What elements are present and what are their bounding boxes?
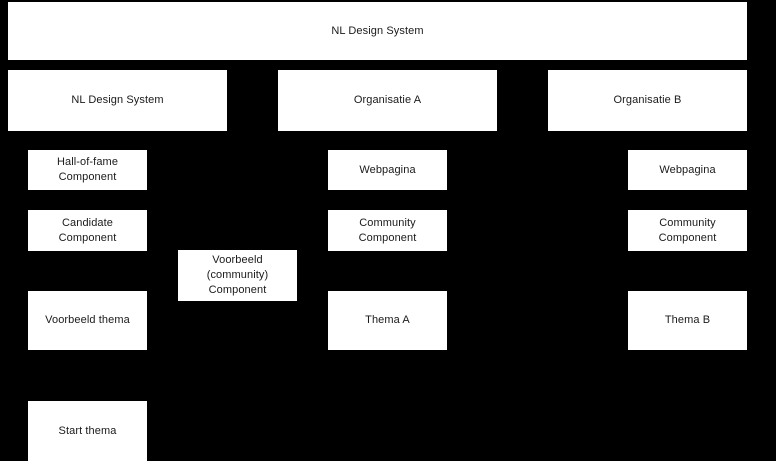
diagram-node-label: Thema B — [664, 314, 711, 326]
diagram-node-community-component-a[interactable]: Community Component — [328, 210, 447, 251]
diagram-node-candidate-component[interactable]: Candidate Component — [28, 210, 147, 251]
diagram-node-voorbeeld-thema[interactable]: Voorbeeld thema — [28, 291, 147, 350]
diagram-node-label: Organisatie A — [353, 94, 422, 106]
diagram-node-label: Organisatie B — [613, 94, 682, 106]
diagram-node-thema-b[interactable]: Thema B — [628, 291, 747, 350]
diagram-node-col-organisatie-a[interactable]: Organisatie A — [278, 70, 497, 131]
diagram-node-root-nl-design-system[interactable]: NL Design System — [8, 2, 747, 60]
diagram-node-label: Community Component — [358, 216, 417, 244]
diagram-node-col-organisatie-b[interactable]: Organisatie B — [548, 70, 747, 131]
diagram-node-label: Start thema — [58, 424, 117, 437]
diagram-node-label: Voorbeeld thema — [45, 314, 130, 326]
diagram-node-hall-of-fame-component[interactable]: Hall-of-fame Component — [28, 150, 147, 190]
diagram-node-col-nl-design-system[interactable]: NL Design System — [8, 70, 227, 131]
diagram-node-webpagina-b[interactable]: Webpagina — [628, 150, 747, 190]
diagram-node-label: Webpagina — [359, 163, 416, 176]
diagram-node-webpagina-a[interactable]: Webpagina — [328, 150, 447, 190]
diagram-node-voorbeeld-community-component[interactable]: Voorbeeld (community) Component — [178, 250, 297, 301]
diagram-node-label: Thema A — [365, 314, 410, 326]
diagram-node-label: Voorbeeld (community) Component — [206, 254, 269, 296]
diagram-node-community-component-b[interactable]: Community Component — [628, 210, 747, 251]
diagram-node-label: Community Component — [658, 216, 717, 244]
diagram-node-thema-a[interactable]: Thema A — [328, 291, 447, 350]
diagram-node-label: Candidate Component — [58, 216, 117, 244]
diagram-node-label: Webpagina — [659, 163, 716, 176]
diagram-node-label: NL Design System — [331, 24, 424, 37]
diagram-node-label: Hall-of-fame Component — [56, 156, 119, 183]
diagram-node-start-thema[interactable]: Start thema — [28, 401, 147, 461]
diagram-node-label: NL Design System — [71, 94, 164, 106]
